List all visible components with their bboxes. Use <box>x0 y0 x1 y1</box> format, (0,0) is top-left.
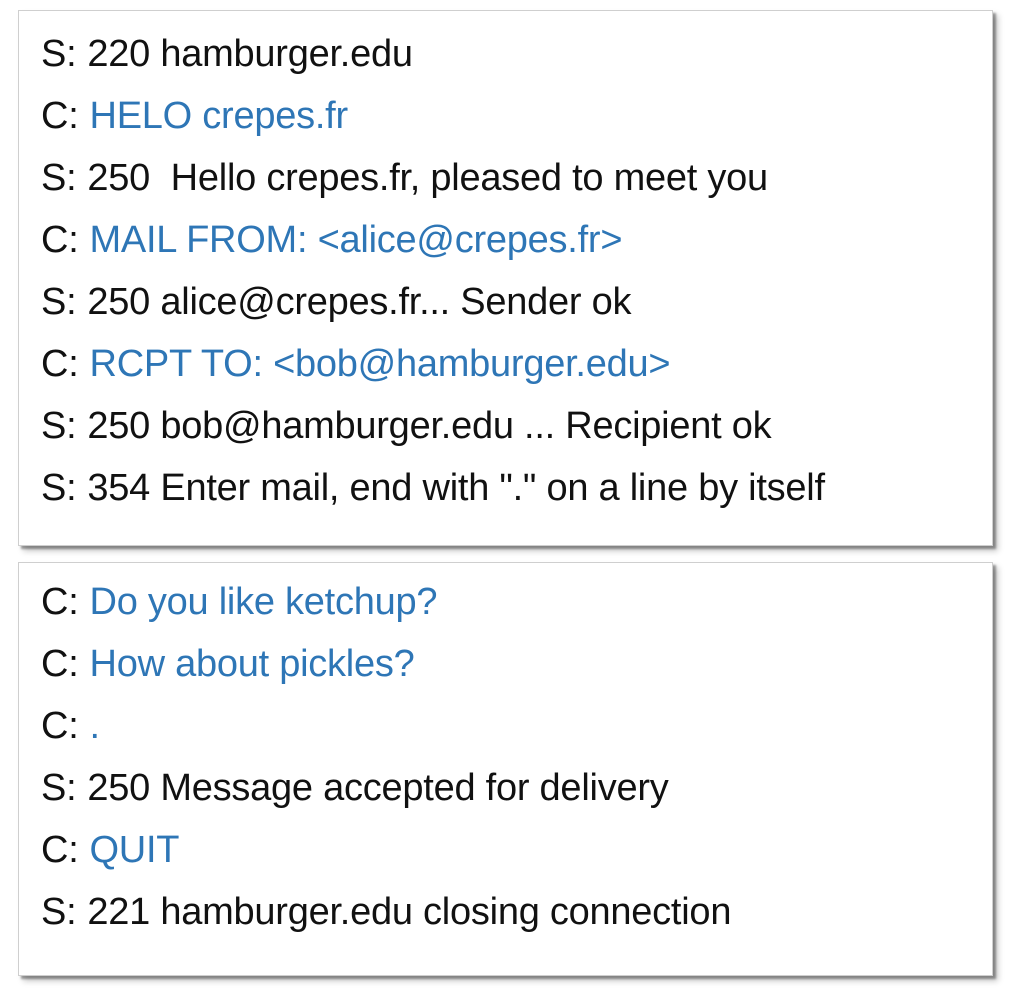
transcript-line: S:250 Message accepted for delivery <box>41 757 982 819</box>
message-text: 354 Enter mail, end with "." on a line b… <box>87 467 825 509</box>
message-text: 221 hamburger.edu closing connection <box>87 891 732 933</box>
transcript-line: S:250 alice@crepes.fr... Sender ok <box>41 271 982 333</box>
message-text: RCPT TO: <bob@hamburger.edu> <box>89 343 671 385</box>
transcript-line: C:RCPT TO: <bob@hamburger.edu> <box>41 333 982 395</box>
transcript-line: S:250 Hello crepes.fr, pleased to meet y… <box>41 147 982 209</box>
transcript-line: C:HELO crepes.fr <box>41 85 982 147</box>
transcript-line: S:250 bob@hamburger.edu ... Recipient ok <box>41 395 982 457</box>
message-text: 250 Message accepted for delivery <box>87 767 669 809</box>
transcript-line: S:220 hamburger.edu <box>41 23 982 85</box>
transcript-line: C:MAIL FROM: <alice@crepes.fr> <box>41 209 982 271</box>
message-text: 250 bob@hamburger.edu ... Recipient ok <box>87 405 772 447</box>
message-text: HELO crepes.fr <box>89 95 349 137</box>
speaker-prefix: C: <box>41 581 79 623</box>
speaker-prefix: C: <box>41 643 79 685</box>
smtp-message-panel: C:Do you like ketchup? C:How about pickl… <box>18 562 993 976</box>
transcript-line: C:Do you like ketchup? <box>41 571 982 633</box>
smtp-handshake-panel: S:220 hamburger.edu C:HELO crepes.fr S:2… <box>18 10 993 546</box>
transcript-line: S:221 hamburger.edu closing connection <box>41 881 982 943</box>
speaker-prefix: S: <box>41 891 77 933</box>
speaker-prefix: C: <box>41 219 79 261</box>
transcript-line: S:354 Enter mail, end with "." on a line… <box>41 457 982 519</box>
speaker-prefix: S: <box>41 767 77 809</box>
speaker-prefix: C: <box>41 95 79 137</box>
speaker-prefix: S: <box>41 33 77 75</box>
speaker-prefix: C: <box>41 705 79 747</box>
speaker-prefix: S: <box>41 405 77 447</box>
message-text: Do you like ketchup? <box>89 581 438 623</box>
message-text: 220 hamburger.edu <box>87 33 413 75</box>
message-text: 250 Hello crepes.fr, pleased to meet you <box>87 157 768 199</box>
message-text: QUIT <box>89 829 180 871</box>
message-text: How about pickles? <box>89 643 415 685</box>
message-text: 250 alice@crepes.fr... Sender ok <box>87 281 632 323</box>
transcript-line: C:. <box>41 695 982 757</box>
transcript-line: C:QUIT <box>41 819 982 881</box>
speaker-prefix: S: <box>41 467 77 509</box>
speaker-prefix: C: <box>41 343 79 385</box>
speaker-prefix: S: <box>41 281 77 323</box>
speaker-prefix: S: <box>41 157 77 199</box>
transcript-line: C:How about pickles? <box>41 633 982 695</box>
speaker-prefix: C: <box>41 829 79 871</box>
message-text: MAIL FROM: <alice@crepes.fr> <box>89 219 623 261</box>
message-text: . <box>89 705 101 747</box>
